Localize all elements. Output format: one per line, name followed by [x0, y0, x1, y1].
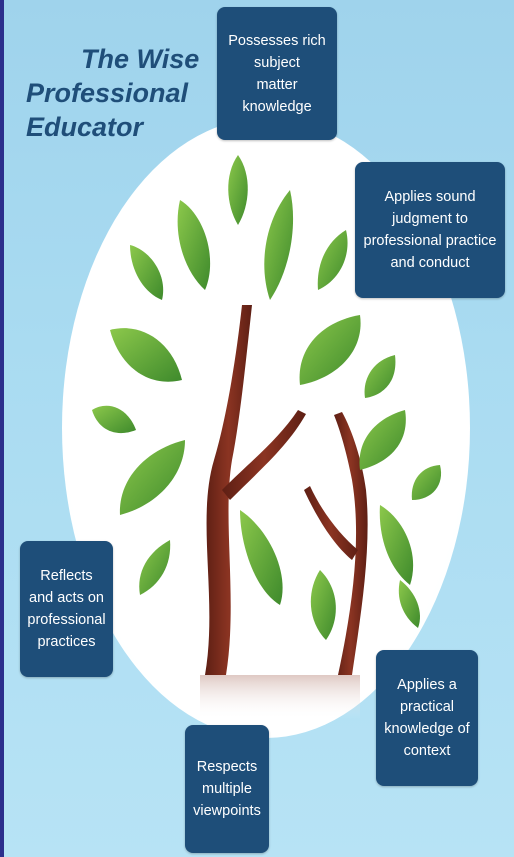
leaf	[364, 355, 396, 398]
box-line: Respects	[196, 759, 258, 775]
box-line: subject	[254, 54, 300, 71]
leaf	[92, 405, 136, 434]
leaf	[379, 505, 414, 585]
leaf	[317, 230, 348, 290]
left-trunk	[205, 305, 306, 675]
box-line: knowledge	[242, 98, 312, 115]
box-line: practical	[399, 699, 454, 715]
leaf	[310, 570, 336, 640]
box-line: multiple	[202, 781, 252, 797]
box-sound-judgment: Applies sound judgment to professional p…	[355, 162, 505, 298]
right-trunk	[304, 412, 368, 675]
box-reflects-acts: Reflects and acts on professional practi…	[20, 541, 113, 677]
left-edge-bar	[0, 0, 4, 857]
box-line: knowledge of	[384, 721, 470, 737]
leaf	[228, 155, 248, 225]
leaf	[130, 245, 164, 300]
leaf	[139, 540, 171, 595]
leaf	[299, 315, 361, 385]
leaf	[411, 465, 442, 500]
trunk-reflection	[200, 675, 360, 720]
box-line: and acts on	[29, 590, 104, 606]
box-practical-context: Applies a practical knowledge of context	[376, 650, 478, 786]
leaf	[398, 580, 420, 628]
box-line: Reflects	[40, 568, 93, 584]
leaf	[110, 328, 182, 382]
leaves	[92, 155, 442, 640]
leaf	[264, 190, 294, 300]
box-line: viewpoints	[193, 803, 261, 819]
box-line: and conduct	[390, 255, 470, 271]
leaf	[240, 510, 283, 605]
title-line-1: The Wise	[81, 44, 200, 74]
box-line: Possesses rich	[228, 32, 326, 49]
box-subject-knowledge: Possesses rich subject matter knowledge	[217, 7, 337, 140]
leaf	[119, 440, 185, 515]
leaf	[359, 410, 406, 470]
box-line: matter	[256, 76, 298, 93]
box-line: context	[403, 743, 451, 759]
diagram-title: The Wise Professional Educator	[26, 42, 226, 144]
box-line: Applies a	[397, 677, 457, 693]
leaf	[177, 200, 211, 290]
box-multiple-viewpoints: Respects multiple viewpoints	[185, 725, 269, 853]
title-line-3: Educator	[26, 112, 144, 142]
box-line: judgment to	[392, 211, 468, 227]
box-line: practices	[37, 634, 96, 650]
title-line-2: Professional	[26, 78, 189, 108]
box-line: professional practice	[363, 233, 497, 249]
box-line: Applies sound	[384, 189, 476, 205]
box-line: professional	[27, 612, 106, 628]
